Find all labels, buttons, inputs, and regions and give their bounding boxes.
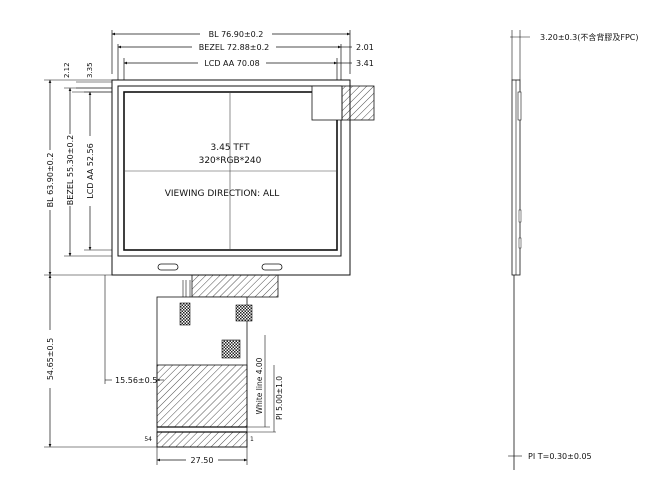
- bl-height-label: BL 63.90±0.2: [46, 153, 55, 208]
- side-view: 3.20±0.3(不含背膠及FPC) PI T=0.30±0.05: [508, 30, 639, 470]
- dim-2-12-label: 2.12: [63, 62, 71, 78]
- dim-3-41-label: 3.41: [356, 59, 374, 68]
- fpc-width-dimension: 27.50: [156, 447, 248, 465]
- bezel-outline: [117, 85, 342, 257]
- thickness-dimension: 3.20±0.3(不含背膠及FPC): [510, 30, 639, 80]
- front-view: BL 76.90±0.2 BEZEL 72.88±0.2 2.01 LCD AA…: [44, 30, 375, 465]
- fpc-length-label: 54.65±0.5: [46, 338, 55, 380]
- resolution-label: 320*RGB*240: [199, 156, 262, 166]
- bezel-width-label: BEZEL 72.88±0.2: [199, 43, 269, 52]
- pin-54-label: 54: [144, 436, 152, 443]
- bl-width-label: BL 76.90±0.2: [209, 30, 264, 39]
- mounting-slot-right: [261, 263, 283, 271]
- side-bump-2: [518, 237, 522, 249]
- bl-height-dimension: BL 63.90±0.2: [44, 79, 112, 276]
- dim-3-35-label: 3.35: [86, 62, 94, 78]
- fpc-tab-outline: [311, 85, 343, 121]
- lcd-aa-height-label: LCD AA 52.56: [86, 143, 95, 198]
- dim-2-01-label: 2.01: [356, 43, 374, 52]
- fpc-offset-label: 15.56±0.5: [115, 376, 157, 385]
- thickness-label: 3.20±0.3(不含背膠及FPC): [540, 32, 639, 42]
- mounting-slot-left: [157, 263, 179, 271]
- lcd-aa-width-label: LCD AA 70.08: [204, 59, 259, 68]
- bezel-height-dimension: BEZEL 55.30±0.2: [64, 87, 118, 257]
- component-2: [235, 304, 253, 322]
- white-line-dimension: White line 4.00: [247, 335, 270, 428]
- screen-size-label: 3.45 TFT: [211, 143, 250, 153]
- bezel-width-dimension: BEZEL 72.88±0.2 2.01: [117, 43, 374, 80]
- pin-1-label: 1: [250, 436, 254, 443]
- viewing-direction-label: VIEWING DIRECTION: ALL: [165, 189, 279, 199]
- pi-width-dimension: PI 5.00±1.0: [247, 365, 284, 433]
- white-line-label: White line 4.00: [255, 357, 264, 414]
- lcd-aa-width-dimension: LCD AA 70.08 3.41: [123, 58, 374, 86]
- component-1: [179, 302, 191, 326]
- gold-fingers: [156, 431, 248, 448]
- fpc-cable: 54 1: [144, 274, 279, 448]
- pi-thickness-dimension: PI T=0.30±0.05: [508, 452, 592, 461]
- pi-width-label: PI 5.00±1.0: [275, 376, 284, 420]
- fpc-length-dimension: 54.65±0.5: [44, 274, 157, 448]
- fpc-offset-dimension: 15.56±0.5: [104, 275, 164, 385]
- stiffener-hatched: [156, 364, 248, 428]
- fpc-tab-hatched: [341, 85, 375, 121]
- top-offset-dimensions: 2.12 3.35: [63, 62, 118, 93]
- side-bump-1: [518, 209, 522, 223]
- fpc-width-label: 27.50: [191, 456, 214, 465]
- component-3: [221, 339, 241, 359]
- side-tab: [517, 91, 522, 121]
- backlight-outline: [111, 79, 351, 276]
- bezel-height-label: BEZEL 55.30±0.2: [66, 135, 75, 205]
- bl-width-dimension: BL 76.90±0.2: [111, 30, 351, 74]
- pi-thickness-label: PI T=0.30±0.05: [528, 452, 592, 461]
